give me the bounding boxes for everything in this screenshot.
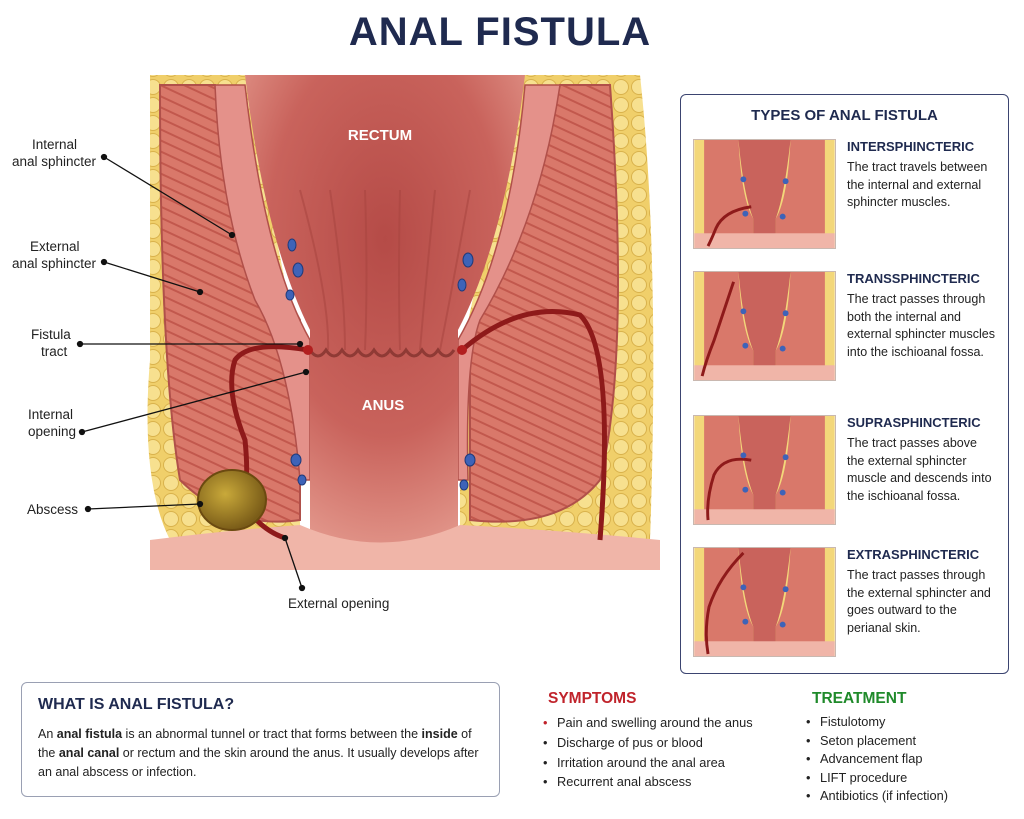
rectal-lumen [245,75,525,545]
type-desc-suprasphincteric: The tract passes above the external sphi… [847,436,992,503]
types-panel: TYPES OF ANAL FISTULA INTERSPHINCTERIC T… [680,94,1009,674]
types-heading: TYPES OF ANAL FISTULA [751,107,938,124]
list-item: Seton placement [806,732,948,751]
anus-label: ANUS [362,397,405,414]
what-description: An anal fistula is an abnormal tunnel or… [38,727,479,779]
internal-sphincter-right [457,84,561,481]
list-item: Antibiotics (if infection) [806,787,948,806]
type-name-suprasphincteric: SUPRASPHINCTERIC [847,415,981,430]
fistula-tract-right [460,309,607,541]
list-item: Pain and swelling around the anus [543,713,753,733]
callout-abscess: Abscess [27,502,79,517]
callout-external-sphincter: External anal sphincter [12,239,97,271]
list-item: LIFT procedure [806,769,948,788]
treatment-heading: TREATMENT [812,690,907,707]
list-item: Irritation around the anal area [543,753,753,773]
suprasphincteric-thumbnail [693,415,836,525]
callout-fistula-tract: Fistula tract [31,327,71,359]
type-card-intersphincteric: INTERSPHINCTERIC The tract travels betwe… [693,139,1003,251]
symptoms-list: Pain and swelling around the anus Discha… [543,713,753,792]
list-item: Fistulotomy [806,713,948,732]
what-heading: WHAT IS ANAL FISTULA? [38,696,235,713]
intersphincteric-thumbnail [693,139,836,249]
list-item: Advancement flap [806,750,948,769]
callout-external-opening: External opening [288,596,390,611]
extrasphincteric-thumbnail [693,547,836,657]
type-card-extrasphincteric: EXTRASPHINCTERIC The tract passes throug… [693,547,1003,659]
page-title: ANAL FISTULA [348,10,652,54]
symptoms-heading: SYMPTOMS [548,690,637,707]
type-name-intersphincteric: INTERSPHINCTERIC [847,139,975,154]
transsphincteric-thumbnail [693,271,836,381]
type-name-extrasphincteric: EXTRASPHINCTERIC [847,547,980,562]
list-item: Recurrent anal abscess [543,772,753,792]
rectum-label: RECTUM [348,127,412,144]
type-desc-transsphincteric: The tract passes through both the intern… [847,292,995,359]
type-card-suprasphincteric: SUPRASPHINCTERIC The tract passes above … [693,415,1003,527]
callout-internal-sphincter: Internal anal sphincter [12,137,97,169]
dentate-line [308,347,456,358]
anatomy-illustration: RECTUM ANUS [76,75,660,592]
type-card-transsphincteric: TRANSSPHINCTERIC The tract passes throug… [693,271,1003,383]
type-desc-extrasphincteric: The tract passes through the external sp… [847,568,991,635]
type-desc-intersphincteric: The tract travels between the internal a… [847,160,988,209]
abscess-mass [197,469,267,531]
callout-internal-opening: Internal opening [28,407,77,439]
type-name-transsphincteric: TRANSSPHINCTERIC [847,271,980,286]
treatment-list: Fistulotomy Seton placement Advancement … [806,713,948,806]
list-item: Discharge of pus or blood [543,733,753,753]
what-is-box: WHAT IS ANAL FISTULA? An anal fistula is… [21,682,500,797]
internal-sphincter-left [214,84,311,481]
